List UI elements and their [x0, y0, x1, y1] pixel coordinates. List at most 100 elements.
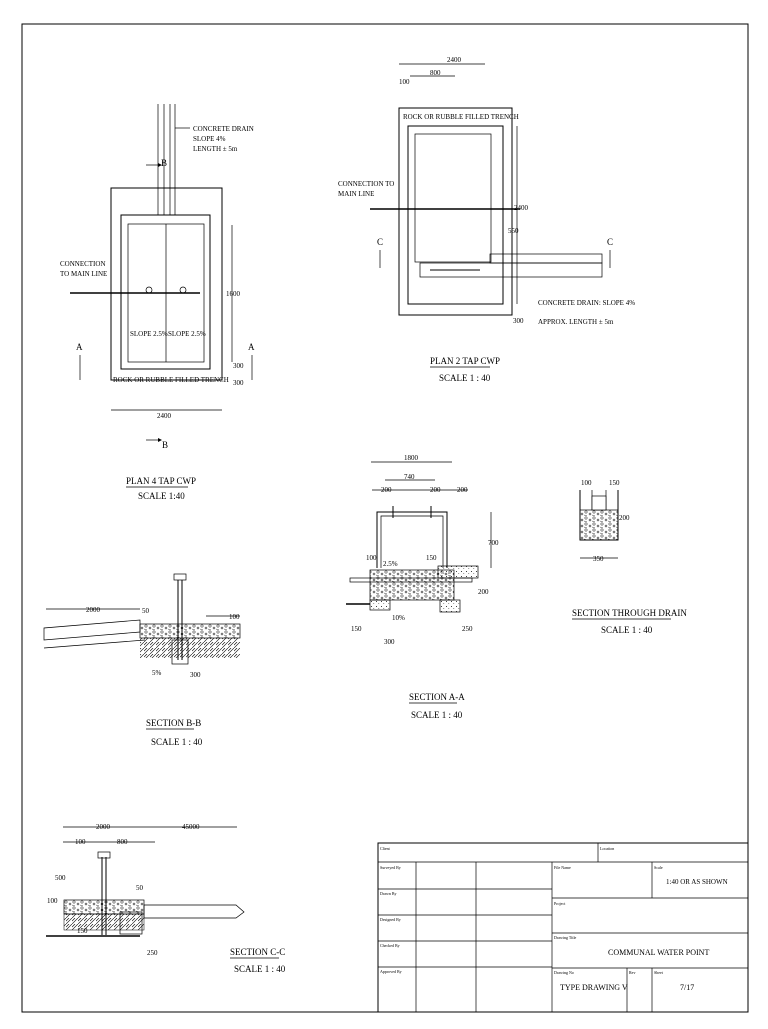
plan2-connection-1: CONNECTION TO [338, 180, 394, 188]
tb-sheet-label: Sheet [654, 970, 664, 975]
sectioncc-dim-50: 50 [136, 884, 144, 892]
sectionaa-title: SECTION A-A [409, 692, 465, 702]
section-bb: 2000 50 100 5% 300 SECTION B-B SCALE 1 :… [43, 573, 241, 747]
sectionaa-scale: SCALE 1 : 40 [411, 710, 463, 720]
plan2-dim-2400v: 2400 [514, 204, 529, 212]
sectionbb-title: SECTION B-B [146, 718, 201, 728]
plan4-connection-label-2: TO MAIN LINE [60, 270, 107, 278]
title-block: Client Location Surveyed By Drawn By Des… [377, 842, 749, 1013]
sectionbb-dim-2000: 2000 [86, 606, 101, 614]
plan4-dim-width: 2400 [157, 412, 172, 420]
tb-approved-by: Approved By [380, 969, 402, 974]
plan4-slope-left: SLOPE 2.5% [130, 330, 168, 338]
plan4-mark-b-bottom: B [162, 440, 168, 450]
section-aa: 1800 740 200 200 200 700 100 2.5% 150 20… [346, 454, 499, 720]
sectionaa-dim-700: 700 [488, 539, 499, 547]
tb-drawn-by: Drawn By [380, 891, 397, 896]
plan2-drain-2: APPROX. LENGTH ± 5m [538, 318, 614, 326]
sectioncc-dim-150: 150 [77, 927, 88, 935]
plan2-connection-2: MAIN LINE [338, 190, 374, 198]
sectioncc-scale: SCALE 1 : 40 [234, 964, 286, 974]
plan2-mark-c-left: C [377, 237, 383, 247]
drain-dim-200: 200 [619, 514, 630, 522]
plan4-drain-label-3: LENGTH ± 5m [193, 145, 238, 153]
tb-drawing-no: TYPE DRAWING V [560, 983, 628, 992]
tb-rev: Rev [629, 970, 635, 975]
sectionaa-dim-250: 250 [462, 625, 473, 633]
plan4-title: PLAN 4 TAP CWP [126, 476, 196, 486]
sectionaa-dim-1800: 1800 [404, 454, 419, 462]
plan4-dim-300b: 300 [233, 379, 244, 387]
sectioncc-dim-500: 500 [55, 874, 66, 882]
plan4-mark-b-top: B [161, 158, 167, 168]
sectioncc-dim-45000: 45000 [182, 823, 200, 831]
sectionaa-dim-100: 100 [366, 554, 377, 562]
sectionbb-dim-100: 100 [229, 613, 240, 621]
tb-project: Project [554, 901, 566, 906]
plan4-dim-height: 1600 [226, 290, 241, 298]
drain-dim-150: 150 [609, 479, 620, 487]
plan2-dim-100: 100 [399, 78, 410, 86]
sectionaa-dim-200d: 200 [478, 588, 489, 596]
section-cc: 2000 45000 100 800 500 100 50 150 250 SE… [46, 823, 286, 974]
tb-drawing-title-label: Drawing Title [554, 935, 577, 940]
plan2-dim-550: 550 [508, 227, 519, 235]
plan-2-tap: 2400 100 800 ROCK OR RUBBLE FILLED TRENC… [338, 56, 635, 383]
plan-4-tap: CONCRETE DRAIN SLOPE 4% LENGTH ± 5m CONN… [60, 104, 255, 501]
tb-sheet: 7/17 [680, 983, 694, 992]
sectionaa-dim-150b: 150 [351, 625, 362, 633]
plan4-mark-a-left: A [76, 342, 83, 352]
sectionaa-dim-300: 300 [384, 638, 395, 646]
sectionaa-dim-25: 2.5% [383, 560, 398, 568]
sectioncc-dim-100a: 100 [75, 838, 86, 846]
sectionaa-dim-10: 10% [392, 614, 405, 622]
sectionbb-scale: SCALE 1 : 40 [151, 737, 203, 747]
tb-scale-label: Scale [654, 865, 663, 870]
plan2-trench-label: ROCK OR RUBBLE FILLED TRENCH [403, 113, 519, 121]
tb-checked-by: Checked By [380, 943, 400, 948]
plan4-connection-label-1: CONNECTION [60, 260, 106, 268]
drain-dim-350: 350 [593, 555, 604, 563]
tb-drawing-no-label: Drawing No [554, 970, 574, 975]
tb-scale-value: 1:40 OR AS SHOWN [666, 878, 728, 886]
sectioncc-dim-2000: 2000 [96, 823, 111, 831]
sectionaa-dim-150a: 150 [426, 554, 437, 562]
sectioncc-dim-100b: 100 [47, 897, 58, 905]
sectioncc-title: SECTION C-C [230, 947, 285, 957]
plan4-dim-300a: 300 [233, 362, 244, 370]
plan2-dim-300: 300 [513, 317, 524, 325]
plan4-drain-label-2: SLOPE 4% [193, 135, 226, 143]
tb-client: Client [380, 846, 391, 851]
plan2-scale: SCALE 1 : 40 [439, 373, 491, 383]
plan2-drain-1: CONCRETE DRAIN: SLOPE 4% [538, 299, 635, 307]
drain-title: SECTION THROUGH DRAIN [572, 608, 687, 618]
plan4-mark-a-right: A [248, 342, 255, 352]
sectionaa-dim-200a: 200 [381, 486, 392, 494]
plan2-dim-top: 2400 [447, 56, 462, 64]
drain-dim-100: 100 [581, 479, 592, 487]
tb-file-name: File Name [554, 865, 571, 870]
plan2-title: PLAN 2 TAP CWP [430, 356, 500, 366]
sectionbb-dim-50: 50 [142, 607, 150, 615]
plan4-slope-right: SLOPE 2.5% [168, 330, 206, 338]
tb-designed-by: Designed By [380, 917, 401, 922]
sheet-border [21, 23, 749, 1013]
plan4-scale: SCALE 1:40 [138, 491, 185, 501]
plan4-drain-label-1: CONCRETE DRAIN [193, 125, 254, 133]
plan2-mark-c-right: C [607, 237, 613, 247]
sectionaa-dim-740: 740 [404, 473, 415, 481]
plan2-dim-800: 800 [430, 69, 441, 77]
tb-surveyed-by: Surveyed By [380, 865, 401, 870]
sectioncc-dim-250: 250 [147, 949, 158, 957]
sectioncc-dim-800: 800 [117, 838, 128, 846]
sectionaa-dim-200b: 200 [430, 486, 441, 494]
section-drain: 100 150 200 350 SECTION THROUGH DRAIN SC… [572, 479, 687, 635]
sectionbb-dim-300: 300 [190, 671, 201, 679]
sectionbb-dim-5: 5% [152, 669, 162, 677]
drain-scale: SCALE 1 : 40 [601, 625, 653, 635]
tb-location: Location [600, 846, 614, 851]
tb-drawing-title: COMMUNAL WATER POINT [608, 948, 709, 957]
plan4-trench-label: ROCK OR RUBBLE FILLED TRENCH [113, 376, 229, 384]
